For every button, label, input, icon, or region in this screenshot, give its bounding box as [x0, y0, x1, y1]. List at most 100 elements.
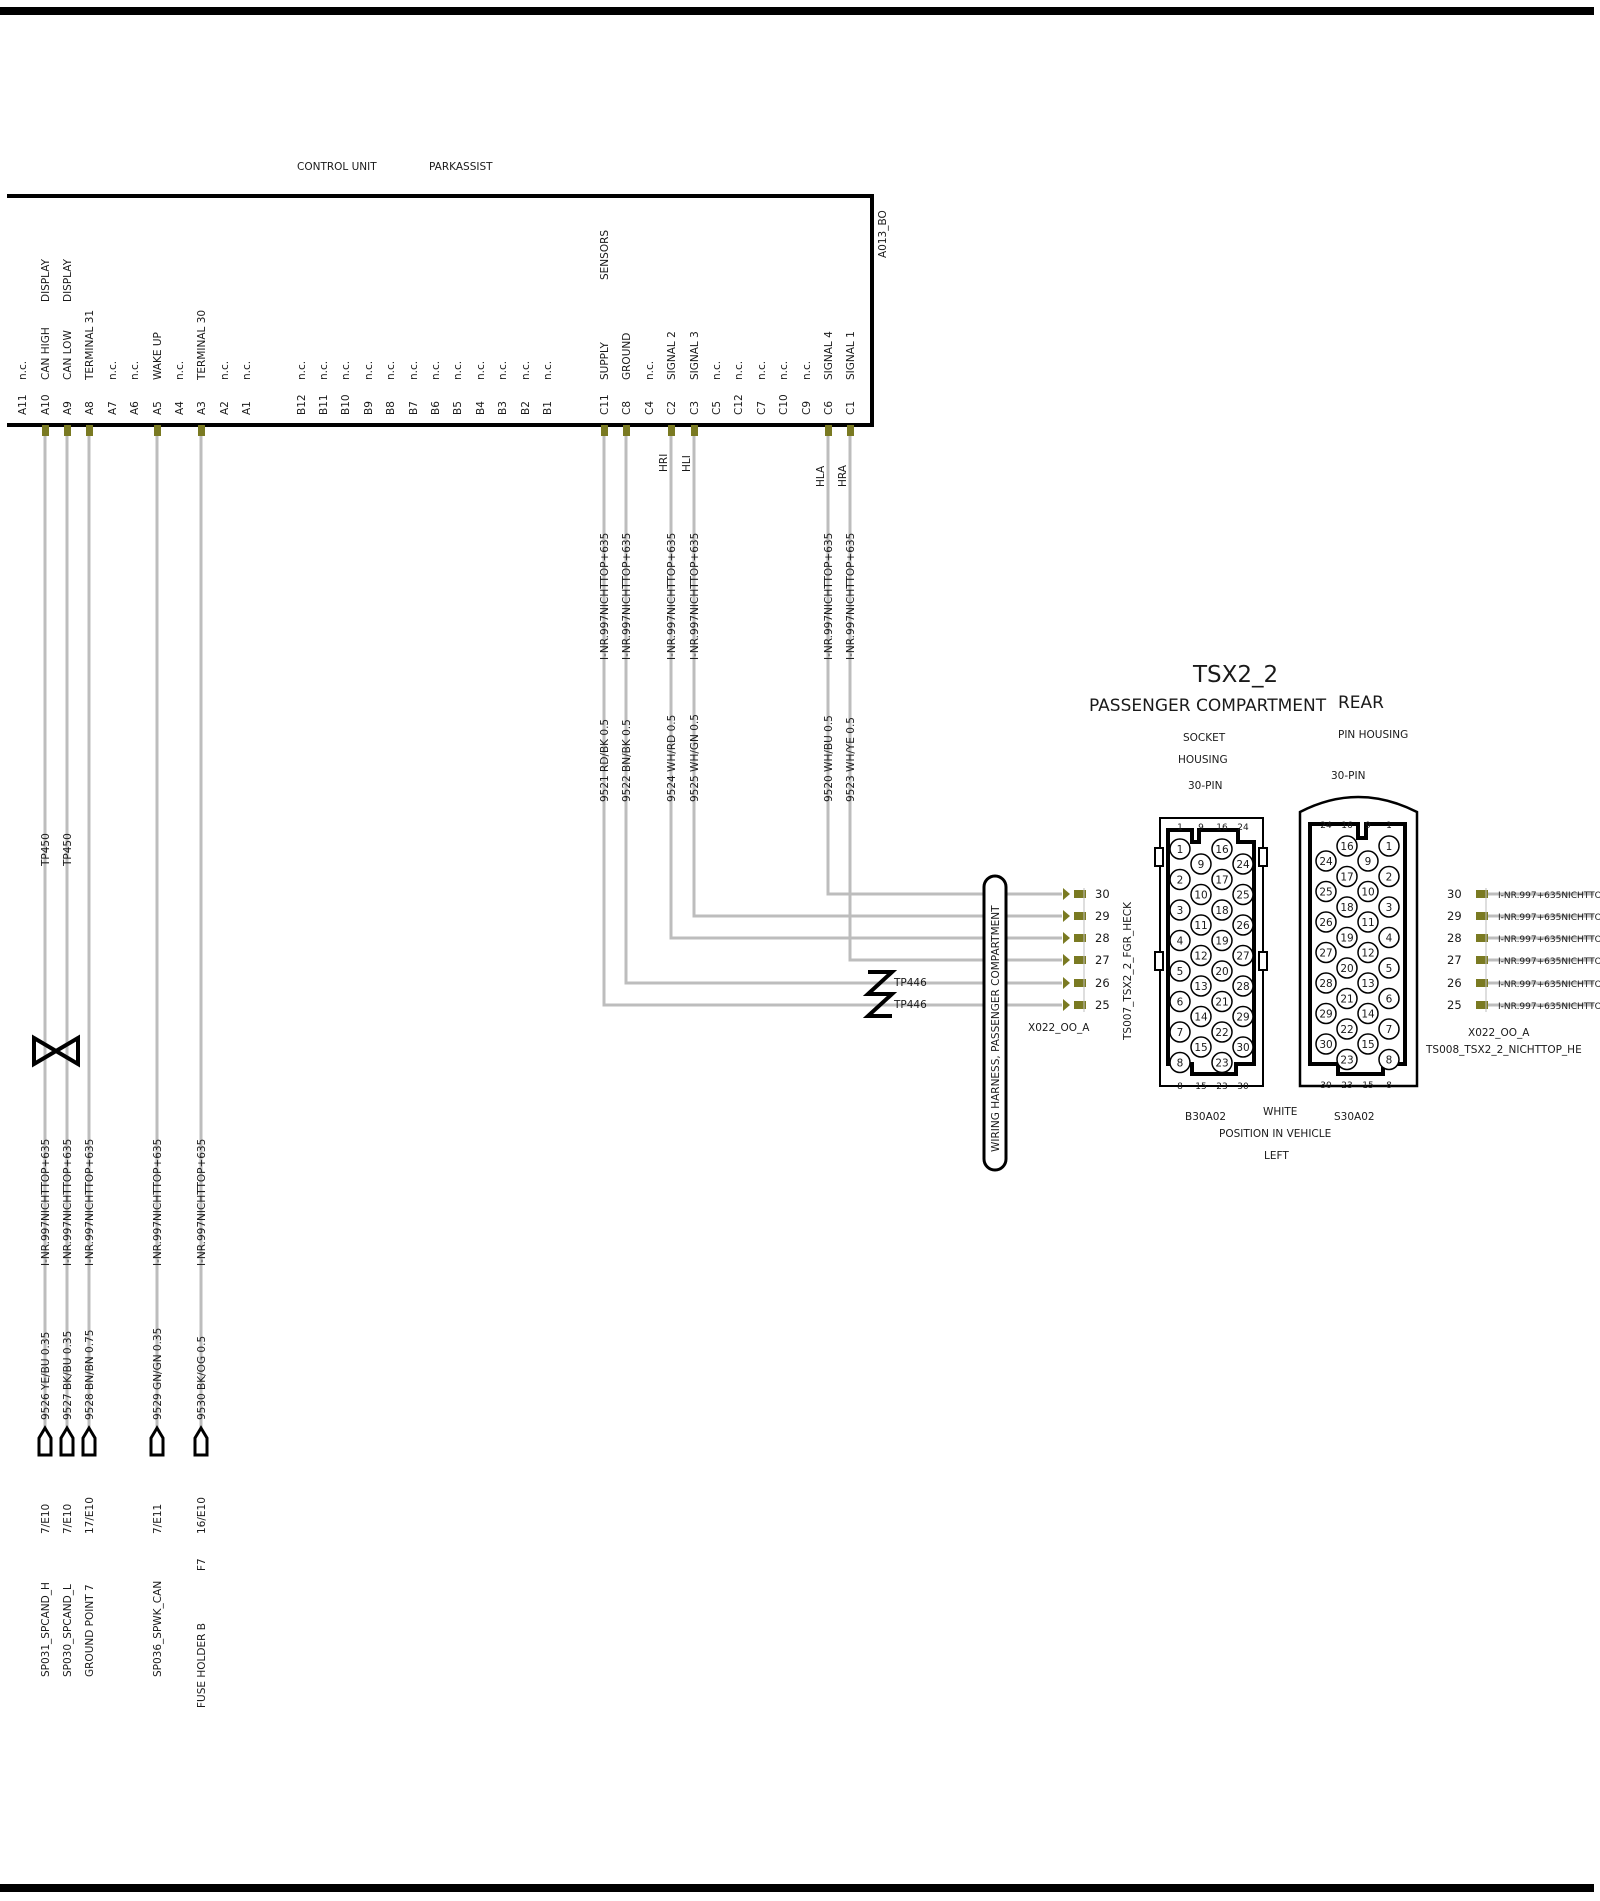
socket-bottom-index: 8 [1177, 1082, 1183, 1092]
pin-func-a2: n.c. [219, 361, 231, 380]
socket-cavity-20 [1211, 960, 1233, 982]
socket-cavity-29 [1232, 1005, 1254, 1028]
terminal-number: 27 [1095, 953, 1110, 967]
variant-label-right: I-NR.997+635NICHTTO [1498, 1002, 1600, 1012]
pin-id-a1: A1 [241, 401, 253, 415]
pin-cavity-number: 23 [1340, 1055, 1353, 1067]
terminal-pin [1074, 890, 1086, 898]
wire-line [826, 436, 1062, 896]
socket-cavity-27 [1232, 944, 1254, 967]
wire-spec: 9522 BN/BK 0.5 [621, 719, 633, 802]
variant-label: I-NR.997NICHTTOP+635 [40, 1139, 52, 1266]
socket-top-index: 9 [1198, 823, 1204, 833]
pin-cavity-5 [1378, 957, 1400, 979]
socket-latch-right [1258, 847, 1268, 867]
socket-cavity-16 [1211, 838, 1233, 860]
pin-cavity-16 [1336, 835, 1358, 857]
pin-cavity-number: 3 [1386, 902, 1393, 914]
pin-cavity-29 [1315, 1002, 1337, 1025]
pin-bottom-index: 15 [1362, 1081, 1373, 1091]
page-ref: 7/E11 [152, 1504, 164, 1534]
terminal-number-right: 29 [1447, 909, 1462, 923]
variant-label: I-NR.997NICHTTOP+635 [62, 1139, 74, 1266]
pin-top-index: 16 [1341, 821, 1353, 831]
pin-func-c6: SIGNAL 4 [823, 331, 835, 380]
pin-id-b6: B6 [430, 401, 442, 415]
socket-bottom-index: 15 [1195, 1082, 1206, 1092]
terminal-pin-right [1476, 1001, 1488, 1009]
pin-cavity-number: 26 [1319, 917, 1333, 929]
target-label: GROUND POINT 7 [84, 1584, 96, 1677]
wire-line [602, 436, 1062, 1007]
socket-cavity-number: 24 [1236, 859, 1250, 871]
tp446-label-2: TP446 [893, 999, 927, 1011]
pin-id-c3: C3 [689, 401, 701, 415]
pin-func-c12: n.c. [733, 361, 745, 380]
pin-id-b8: B8 [385, 401, 397, 415]
socket-cavity-10 [1190, 883, 1212, 906]
pin-cavity-15 [1357, 1033, 1379, 1055]
pin-id-c12: C12 [733, 394, 745, 415]
pin-id-c11: C11 [599, 394, 611, 415]
socket-cavity-11 [1190, 914, 1212, 936]
pin-cavity-number: 11 [1361, 917, 1374, 929]
wire-spec: 9524 WH/RD 0.5 [666, 715, 678, 802]
pin-func-b3: n.c. [497, 361, 509, 380]
variant-label: I-NR.997NICHTTOP+635 [689, 533, 701, 660]
pin-func-a8: TERMINAL 31 [84, 310, 96, 381]
right-side-label: TS008_TSX2_2_NICHTTOP_HE [1425, 1044, 1582, 1056]
socket-cavity-18 [1211, 899, 1233, 921]
wire-spec: 9527 BK/BU 0.35 [62, 1331, 74, 1420]
fuse-id: F7 [196, 1558, 208, 1571]
page-ref: 17/E10 [84, 1497, 96, 1534]
socket-cavity-number: 1 [1177, 844, 1184, 856]
pin-id-a3: A3 [196, 401, 208, 415]
socket-top-index: 1 [1177, 823, 1183, 833]
socket-top-index: 24 [1237, 823, 1249, 833]
terminal-arrow [81, 1425, 97, 1457]
terminal-number: 28 [1095, 931, 1110, 945]
socket-bottom-index: 30 [1237, 1082, 1249, 1092]
pin-cavity-number: 16 [1340, 841, 1354, 853]
pin-cavity-number: 17 [1340, 872, 1353, 884]
variant-label-right: I-NR.997+635NICHTTO [1498, 913, 1600, 923]
terminal-arrow [1063, 932, 1070, 944]
pin-cavity-3 [1378, 896, 1400, 918]
connector-tsx2-2: TSX2_2 PASSENGER COMPARTMENT REAR SOCKET… [1028, 662, 1600, 1162]
terminal-number: 26 [1095, 976, 1110, 990]
socket-cavity-12 [1190, 944, 1212, 967]
socket-cavity-6 [1169, 990, 1191, 1013]
variant-label-right: I-NR.997+635NICHTTO [1498, 891, 1600, 901]
terminal-arrow [37, 1425, 53, 1457]
socket-cavity-number: 29 [1236, 1012, 1249, 1024]
pin-id-b5: B5 [452, 401, 464, 415]
pin-id-c8: C8 [621, 401, 633, 415]
pin-housing-face: 2425262728293016171819202122239101112131… [1298, 795, 1419, 1091]
socket-cavity-14 [1190, 1005, 1212, 1028]
pin-top-index: 9 [1365, 821, 1371, 831]
signal-label: HLI [681, 455, 693, 472]
pin-stub-a8 [86, 425, 93, 436]
terminal-arrow [1063, 910, 1070, 922]
pin-cavity-number: 21 [1340, 994, 1353, 1006]
pin-func-b11: n.c. [318, 361, 330, 380]
pin-housing-l1: PIN HOUSING [1338, 729, 1408, 741]
pin-cavity-25 [1315, 880, 1337, 903]
pin-top-index: 1 [1386, 821, 1392, 831]
pin-func-a4: n.c. [174, 361, 186, 380]
socket-housing-l2: HOUSING [1178, 754, 1228, 766]
terminal-arrow [1063, 999, 1070, 1011]
socket-cavity-30 [1232, 1036, 1254, 1058]
pin-func-b10: n.c. [340, 361, 352, 380]
right-wire-c8: I-NR.997NICHTTOP+635 9522 BN/BK 0.5 [621, 436, 1062, 985]
pin-func-c9: n.c. [801, 361, 813, 380]
pin-cavity-number: 7 [1386, 1024, 1393, 1036]
pin-func-b4: n.c. [475, 361, 487, 380]
socket-code: B30A02 [1185, 1111, 1226, 1123]
pin-cavity-number: 14 [1361, 1009, 1375, 1021]
